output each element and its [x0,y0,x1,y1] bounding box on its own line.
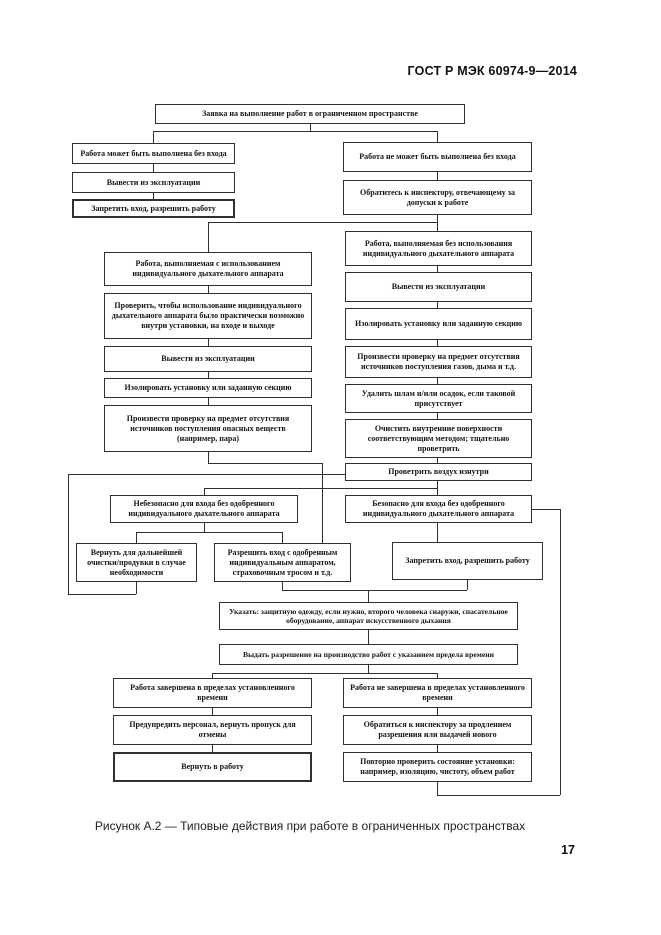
flow-node-isolate-c: Изолировать установку или заданную секци… [345,308,532,340]
flow-node-forbid-allow-a: Запретить вход, разрешить работу [72,199,235,218]
flow-node-return-clean: Вернуть для дальнейшей очистки/продувки … [76,543,197,582]
connector-line [282,590,467,591]
connector-line [208,286,209,293]
flow-node-without-apparatus: Работа, выполняемая без использования ин… [345,231,532,266]
connector-line [437,708,438,715]
connector-line [437,222,438,231]
connector-line [437,745,438,752]
flow-node-contact-renewal: Обратиться к инспектору за продлением ра… [343,715,532,745]
flow-node-check-gases: Произвести проверку на предмет отсутстви… [345,346,532,378]
connector-line [136,582,137,594]
connector-line [437,340,438,346]
flow-node-ventilate: Проветрить воздух изнутри [345,463,532,481]
connector-line [437,488,438,495]
flow-node-contact-inspector: Обратитесь к инспектору, отвечающему за … [343,180,532,215]
flow-node-decommission-b: Вывести из эксплуатации [104,346,312,372]
flow-node-remove-sludge: Удалить шлам и/или осадок, если таковой … [345,384,532,413]
connector-line [208,222,209,252]
flow-node-decommission-c: Вывести из эксплуатации [345,272,532,302]
standard-header: ГОСТ Р МЭК 60974-9—2014 [407,64,577,78]
flow-node-safe-entry: Безопасно для входа без одобренного инди… [345,495,532,523]
connector-line [68,594,136,595]
connector-line [68,474,69,594]
connector-line [437,795,560,796]
connector-line [68,474,345,475]
connector-line [204,523,205,532]
flow-node-cannot-no-entry: Работа не может быть выполнена без входа [343,142,532,172]
connector-line [437,172,438,180]
connector-line [136,532,137,543]
connector-line [532,509,560,510]
flow-node-forbid-allow-b: Запретить вход, разрешить работу [392,542,543,580]
flow-node-specify: Указать: защитную одежду, если нужно, вт… [219,602,518,630]
flow-node-isolate-b: Изолировать установку или заданную секци… [104,378,312,398]
connector-line [437,215,438,222]
connector-line [437,266,438,272]
connector-line [368,590,369,602]
connector-line [310,124,311,131]
flow-node-warn-personnel: Предупредить персонал, вернуть пропуск д… [113,715,312,745]
flow-node-clean-inner: Очистить внутренние поверхности соответс… [345,419,532,458]
connector-line [560,509,561,795]
connector-line [208,463,322,464]
flow-node-check-hazard: Произвести проверку на предмет отсутстви… [104,405,312,452]
flow-node-recheck-state: Повторно проверить состояние установки: … [343,752,532,782]
flow-node-decommission-a: Вывести из эксплуатации [72,172,235,193]
flow-node-not-done-in-time: Работа не завершена в пределах установле… [343,678,532,708]
figure-caption: Рисунок А.2 — Типовые действия при работ… [94,819,526,833]
connector-line [153,164,154,172]
flow-node-allow-entry: Разрешить вход с одобренным индивидуальн… [214,543,351,582]
connector-line [208,339,209,346]
connector-line [437,302,438,308]
connector-line [437,413,438,419]
page-number: 17 [561,843,575,857]
connector-line [212,745,213,752]
connector-line [136,532,282,533]
connector-line [208,398,209,405]
flow-node-done-in-time: Работа завершена в пределах установленно… [113,678,312,708]
connector-line [153,193,154,199]
connector-line [437,673,438,678]
connector-line [208,452,209,463]
connector-line [208,372,209,378]
connector-line [204,488,437,489]
flow-node-unsafe-entry: Небезопасно для входа без одобренного ин… [110,495,298,523]
connector-line [322,463,323,543]
connector-line [153,131,154,143]
flow-node-request: Заявка на выполнение работ в ограниченно… [155,104,465,124]
connector-line [437,458,438,463]
connector-line [153,131,438,132]
connector-line [282,532,283,543]
connector-line [437,378,438,384]
connector-line [212,673,213,678]
connector-line [368,665,369,673]
flow-node-permit: Выдать разрешение на производство работ … [219,644,518,665]
connector-line [437,523,438,542]
connector-line [212,708,213,715]
connector-line [437,131,438,142]
connector-line [204,488,205,495]
connector-line [368,630,369,644]
flow-node-with-apparatus: Работа, выполняемая с использованием инд… [104,252,312,286]
connector-line [437,782,438,795]
connector-line [208,222,437,223]
flow-node-check-feasible: Проверить, чтобы использование индивидуа… [104,293,312,339]
connector-line [437,481,438,488]
flow-node-can-no-entry: Работа может быть выполнена без входа [72,143,235,164]
connector-line [212,673,437,674]
connector-line [282,582,283,590]
connector-line [467,580,468,590]
flow-node-return-work: Вернуть в работу [113,752,312,782]
